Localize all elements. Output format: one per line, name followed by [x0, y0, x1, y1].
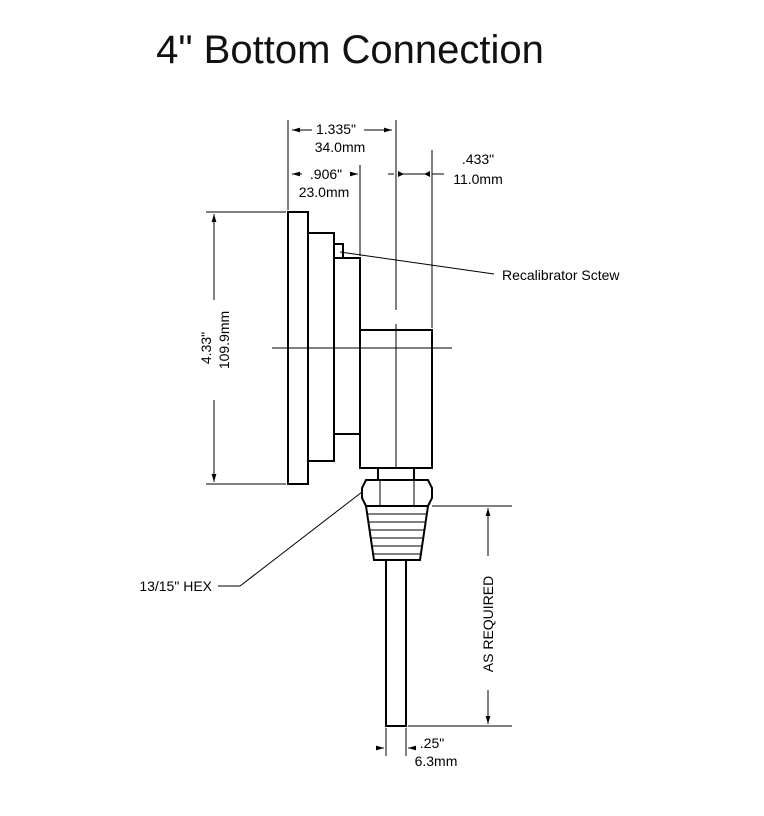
recalibrator-screw	[333, 243, 344, 259]
thread-lines	[367, 513, 427, 555]
diagram-title: 4" Bottom Connection	[156, 28, 544, 72]
hex-fitting	[361, 467, 433, 561]
case-depth-mm: 23.0mm	[299, 184, 350, 200]
case-rear	[333, 257, 361, 435]
callout-recalibrator: Recalibrator Sctew	[339, 251, 620, 283]
gauge-body	[272, 211, 452, 485]
overall-depth-mm: 34.0mm	[315, 139, 366, 155]
stem-length-label: AS REQUIRED	[480, 576, 496, 672]
dim-stem-length: AS REQUIRED	[408, 505, 512, 727]
hex-label: 13/15" HEX	[139, 578, 212, 594]
recalibrator-label: Recalibrator Sctew	[502, 267, 620, 283]
dim-stem-offset: .433" 11.0mm	[388, 150, 503, 328]
probe-stem	[385, 559, 407, 727]
hex-collar	[377, 467, 415, 481]
callout-hex: 13/15" HEX	[139, 491, 363, 594]
height-mm: 109.9mm	[216, 311, 232, 369]
case-back	[307, 232, 335, 462]
stem-diameter-inch: .25"	[420, 735, 444, 751]
stem-diameter-mm: 6.3mm	[415, 753, 458, 769]
dim-case-depth: .906" 23.0mm	[292, 165, 361, 256]
dim-stem-diameter: .25" 6.3mm	[376, 728, 457, 769]
hex-nut	[361, 479, 433, 507]
height-inch: 4.33"	[198, 332, 214, 364]
case-depth-inch: .906"	[310, 166, 342, 182]
stem-offset-inch: .433"	[462, 151, 494, 167]
stem-offset-mm: 11.0mm	[453, 171, 503, 187]
overall-depth-inch: 1.335"	[316, 121, 356, 137]
dim-overall-depth: 1.335" 34.0mm	[287, 120, 397, 310]
dim-height: 4.33" 109.9mm	[198, 211, 286, 485]
